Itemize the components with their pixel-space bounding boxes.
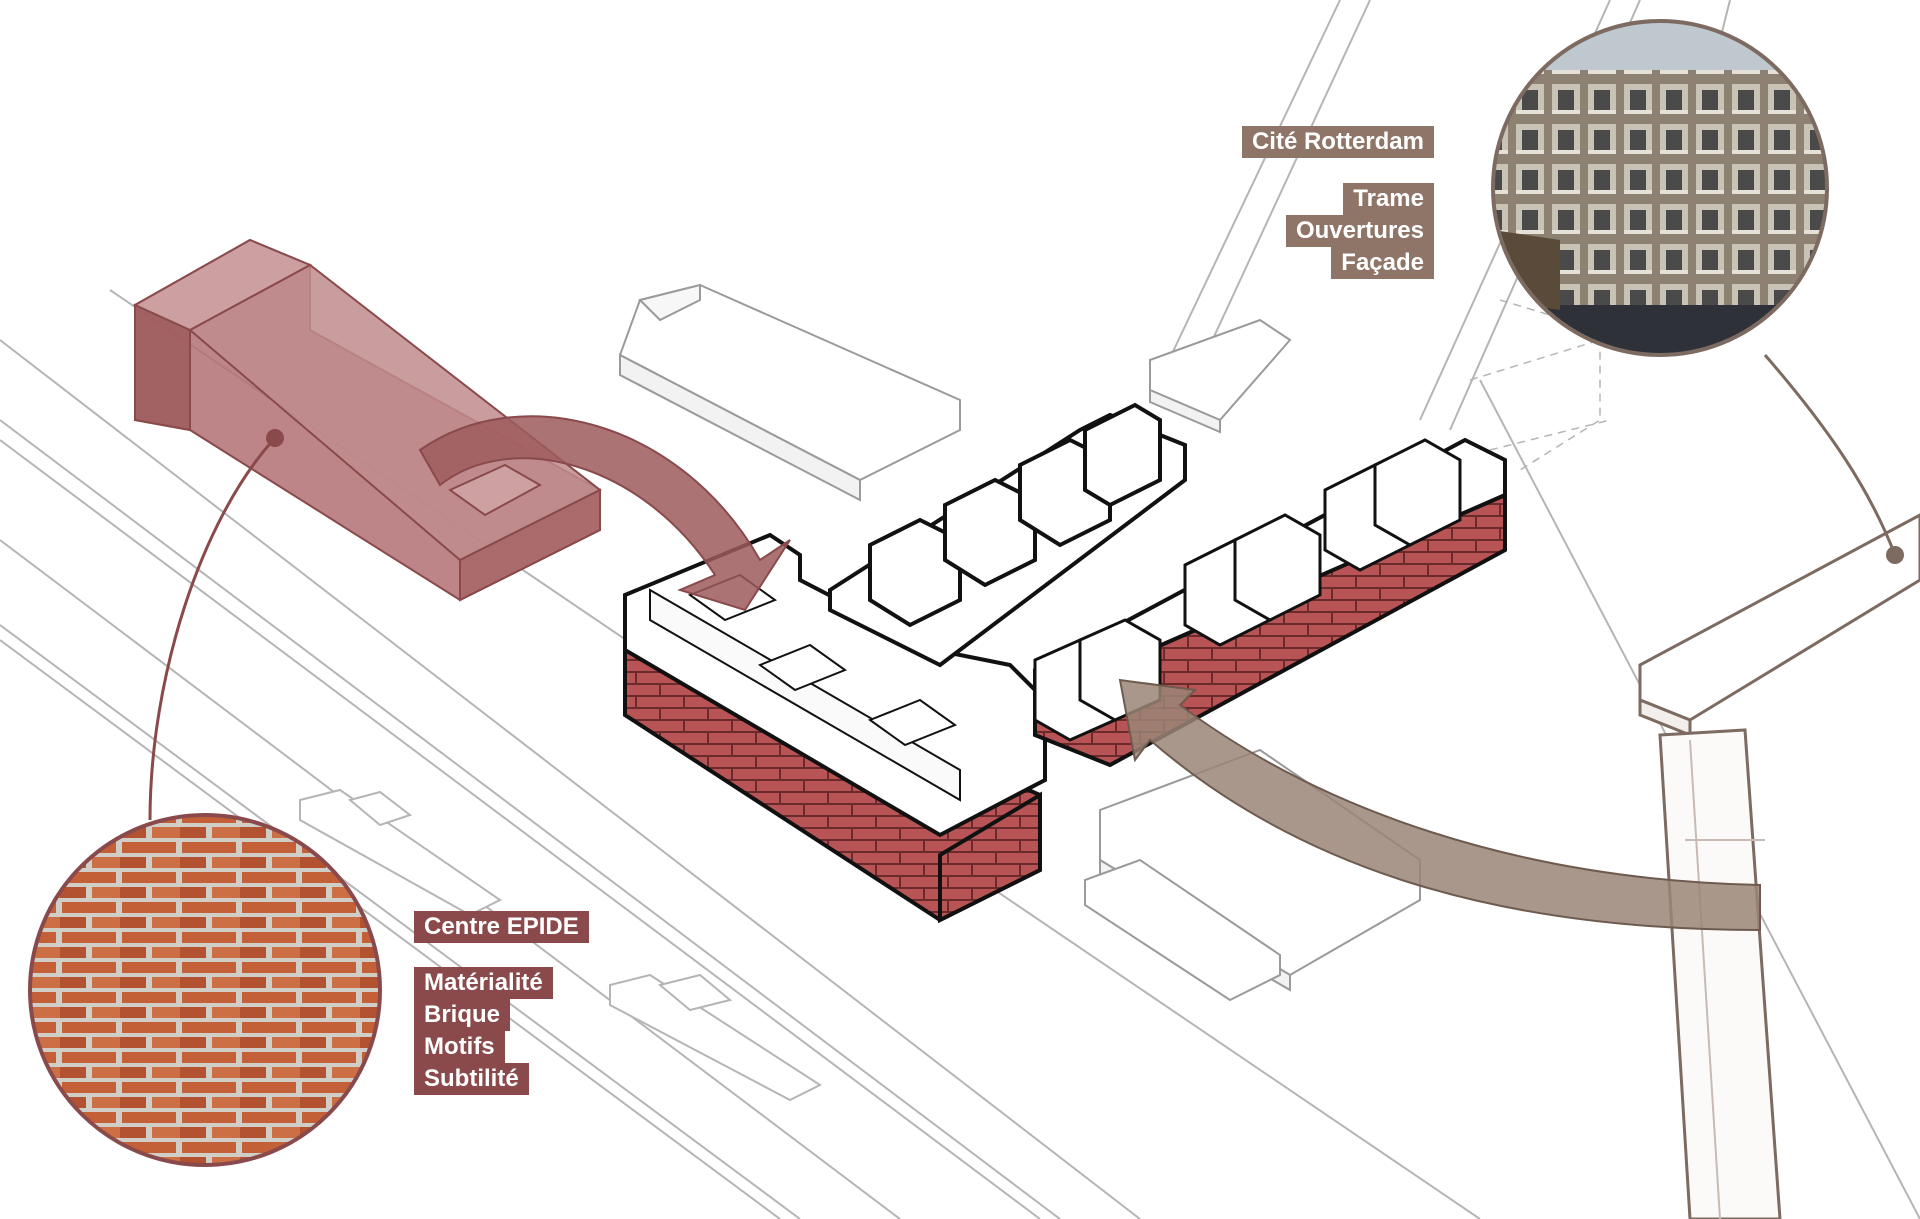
- arrow-rotterdam-to-project: [1118, 678, 1761, 932]
- project-north-wing: [828, 402, 1187, 668]
- rotterdam-slab-block: [1638, 513, 1920, 1219]
- rotterdam-item-facade: Façade: [1331, 247, 1434, 279]
- vehicle-bus-2: [609, 973, 823, 1102]
- rotterdam-facade-photo: [1491, 19, 1829, 357]
- neighbour-block-top: [618, 283, 961, 502]
- rotterdam-item-ouvertures: Ouvertures: [1285, 215, 1434, 247]
- epide-item-materialite: Matérialité: [414, 967, 553, 999]
- epide-reference-building: [132, 238, 602, 602]
- leader-line-rotterdam: [1763, 354, 1904, 564]
- project-main-wing: [623, 532, 1047, 924]
- arrow-epide-to-project: [418, 415, 791, 612]
- epide-item-brique: Brique: [414, 999, 511, 1031]
- neighbour-block-upper-right: [1149, 318, 1292, 434]
- rotterdam-item-trame: Trame: [1343, 183, 1434, 215]
- leader-line-epide: [148, 429, 284, 821]
- epide-title-label: Centre EPIDE: [414, 911, 589, 943]
- rotterdam-title-label: Cité Rotterdam: [1241, 126, 1434, 158]
- epide-item-subtilite: Subtilité: [414, 1063, 529, 1095]
- dashed-ghost-blocks: [1469, 299, 1611, 471]
- brick-wall-photo: [28, 813, 382, 1167]
- epide-item-motifs: Motifs: [414, 1031, 505, 1063]
- vehicle-bus-1: [299, 788, 502, 917]
